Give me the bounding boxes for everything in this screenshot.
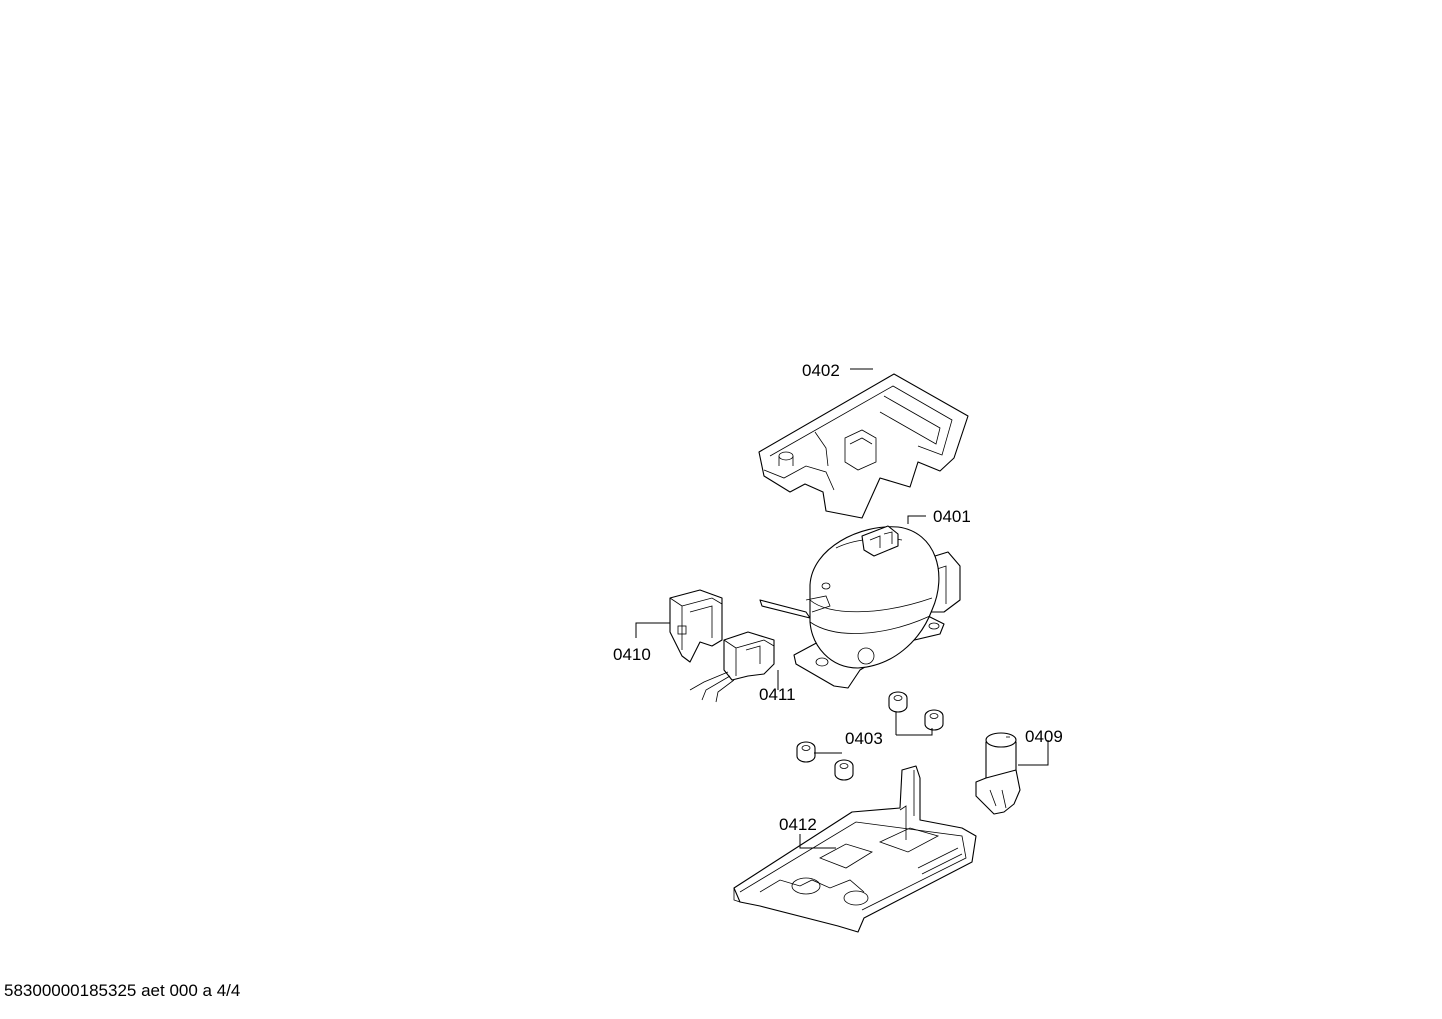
document-reference: 58300000185325 aet 000 a 4/4 <box>4 981 241 1000</box>
drip-tray-part <box>758 373 969 519</box>
part-label-0402: 0402 <box>802 361 840 380</box>
leader-lines <box>635 368 1049 849</box>
part-label-0409: 0409 <box>1025 727 1063 746</box>
rubber-grommets-part <box>796 691 944 781</box>
relay-cover-part <box>669 589 723 663</box>
starter-relay-part <box>689 631 775 703</box>
part-label-0412: 0412 <box>779 815 817 834</box>
part-label-0410: 0410 <box>613 645 651 664</box>
part-label-0411: 0411 <box>759 685 796 704</box>
capacitor-holder-part <box>975 732 1021 815</box>
part-label-0401: 0401 <box>933 507 971 526</box>
compressor-part <box>759 525 961 689</box>
part-label-0403: 0403 <box>845 729 883 748</box>
base-plate-part <box>733 765 977 933</box>
